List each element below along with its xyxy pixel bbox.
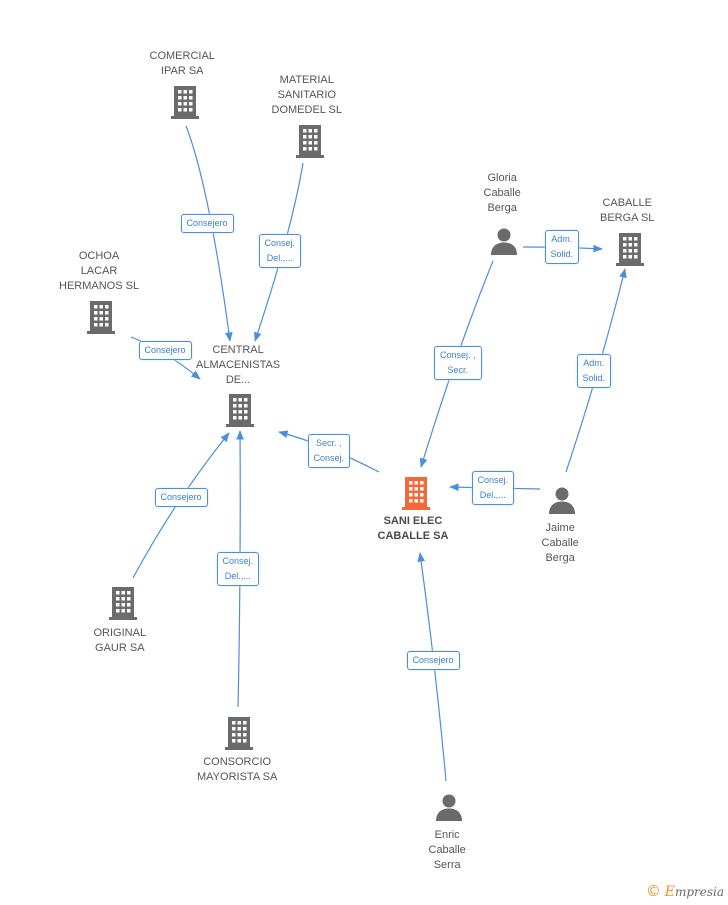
building-icon: [223, 715, 255, 756]
building-icon: [107, 585, 139, 626]
node-label-central: CENTRAL ALMACENISTAS DE...: [196, 344, 281, 386]
building-icon: [400, 475, 432, 516]
watermark-initial: E: [664, 884, 675, 900]
edge-label-original-to-central[interactable]: Consejero: [154, 487, 208, 507]
node-comercial[interactable]: COMERCIAL IPAR SA: [150, 49, 215, 79]
node-label-comercial: COMERCIAL IPAR SA: [149, 50, 215, 77]
node-ochoa[interactable]: OCHOA LACAR HERMANOS SL: [59, 249, 139, 294]
node-jaime[interactable]: Jaime Caballe Berga: [542, 521, 579, 566]
edge-label-enric-to-sani[interactable]: Consejero: [406, 650, 460, 670]
node-label-sani: SANI ELEC CABALLE SA: [377, 515, 449, 542]
edge-label-comercial-to-central[interactable]: Consejero: [180, 213, 234, 233]
person-icon: [434, 792, 464, 827]
edge-label-material-to-central[interactable]: Consej. Del.,...: [258, 234, 302, 268]
edge-label-gloria-to-sani[interactable]: Consej. , Secr.: [434, 346, 482, 380]
node-label-enric: Enric Caballe Serra: [428, 829, 466, 871]
node-sani[interactable]: SANI ELEC CABALLE SA: [378, 514, 449, 544]
node-label-material: MATERIAL SANITARIO DOMEDEL SL: [271, 74, 343, 116]
node-original[interactable]: ORIGINAL GAUR SA: [94, 626, 147, 656]
empresia-watermark: © Empresia: [646, 882, 724, 900]
edge-label-gloria-to-caballe_berga[interactable]: Adm. Solid.: [544, 230, 580, 264]
building-icon: [85, 299, 117, 340]
edge-label-consorcio-to-central[interactable]: Consej. Del.,...: [216, 552, 260, 586]
copyright-icon: ©: [645, 882, 661, 900]
edge-label-sani-to-central[interactable]: Secr. , Consej.: [307, 434, 351, 468]
node-central[interactable]: CENTRAL ALMACENISTAS DE...: [196, 343, 280, 388]
node-label-jaime: Jaime Caballe Berga: [541, 522, 579, 564]
person-icon: [547, 485, 577, 520]
watermark-text: mpresia: [674, 885, 724, 899]
building-icon: [169, 84, 201, 125]
node-label-gloria: Gloria Caballe Berga: [483, 172, 521, 214]
node-caballe-berga[interactable]: CABALLE BERGA SL: [600, 196, 654, 226]
node-enric[interactable]: Enric Caballe Serra: [429, 828, 466, 873]
node-consorcio[interactable]: CONSORCIO MAYORISTA SA: [197, 755, 277, 785]
edge-label-jaime-to-caballe_berga[interactable]: Adm. Solid.: [576, 354, 612, 388]
building-icon: [614, 231, 646, 272]
node-label-caballe-berga: CABALLE BERGA SL: [600, 197, 655, 224]
node-gloria[interactable]: Gloria Caballe Berga: [484, 171, 521, 216]
edge-label-jaime-to-sani[interactable]: Consej. Del.,...: [471, 471, 515, 505]
node-material[interactable]: MATERIAL SANITARIO DOMEDEL SL: [272, 73, 343, 118]
edge-comercial-to-central: [185, 125, 233, 342]
edge-label-ochoa-to-central[interactable]: Consejero: [138, 340, 192, 360]
node-label-ochoa: OCHOA LACAR HERMANOS SL: [59, 250, 140, 292]
node-label-original: ORIGINAL GAUR SA: [93, 627, 147, 654]
person-icon: [489, 226, 519, 261]
node-label-consorcio: CONSORCIO MAYORISTA SA: [197, 756, 278, 783]
building-icon: [224, 392, 256, 433]
building-icon: [294, 123, 326, 164]
